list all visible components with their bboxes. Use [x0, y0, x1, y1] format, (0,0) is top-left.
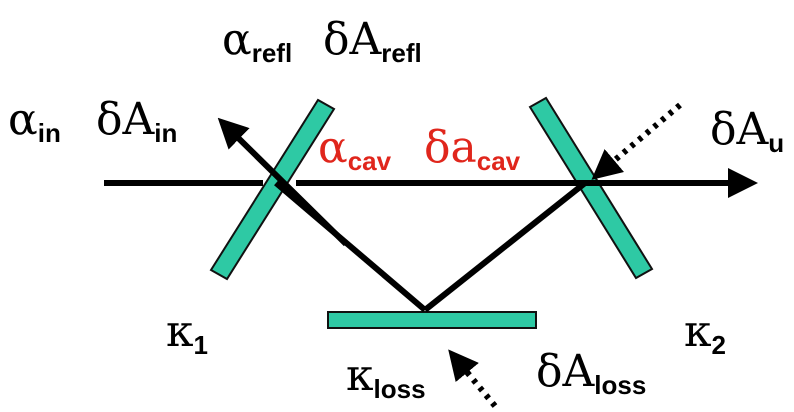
label-alpha-cav: αcav [318, 122, 392, 176]
mirror-2 [528, 96, 654, 280]
cavity-beam-left [274, 180, 427, 313]
label-kappa-2: κ2 [684, 306, 726, 360]
label-alpha-in: αin [8, 94, 61, 148]
label-dA-in: δAin [96, 94, 177, 148]
label-alpha-refl: αrefl [222, 14, 292, 68]
mirror-loss [327, 311, 537, 329]
label-dA-loss: δAloss [536, 346, 646, 400]
label-dA-refl: δArefl [323, 14, 422, 68]
noise-input-loss-arrow [448, 349, 498, 408]
mirror-1 [209, 98, 336, 281]
noise-input-u-arrow [591, 102, 682, 180]
cavity-beam-right [423, 180, 587, 313]
label-kappa-loss: κloss [346, 350, 426, 404]
label-kappa-1: κ1 [166, 306, 208, 360]
label-dA-u: δAu [710, 104, 784, 158]
label-da-cav: δacav [424, 122, 521, 176]
